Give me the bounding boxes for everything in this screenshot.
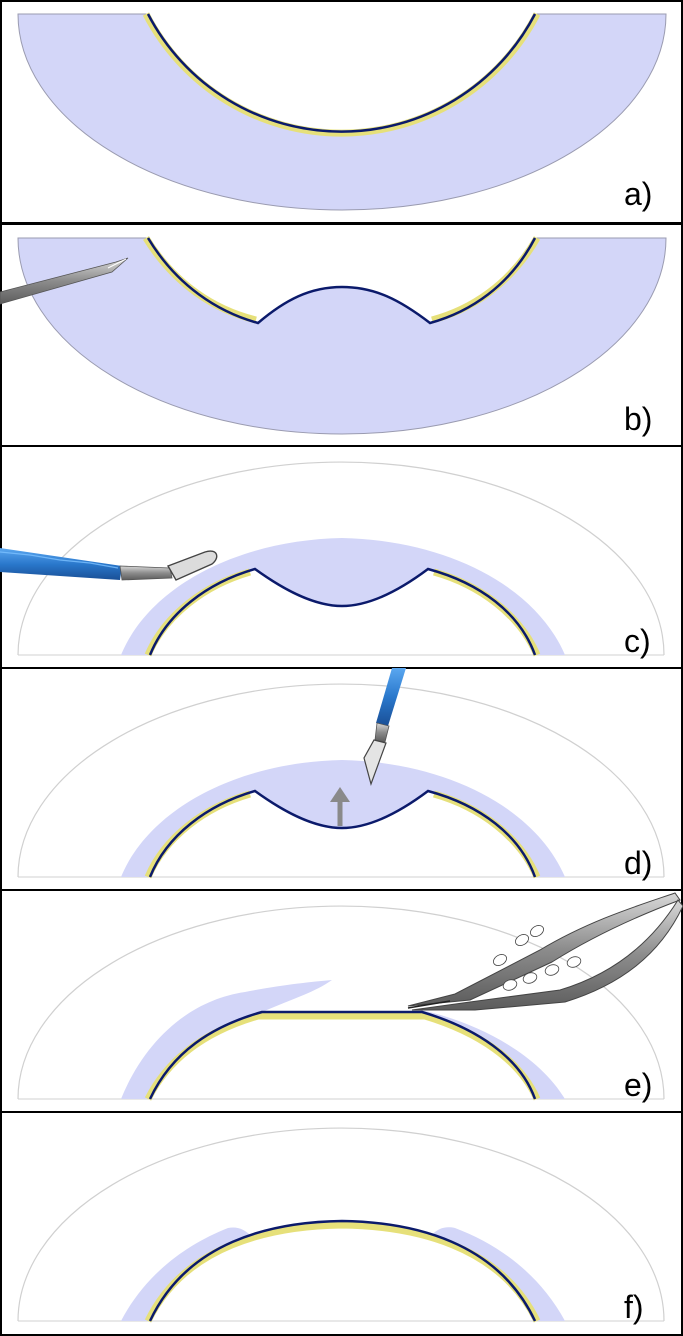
panel-label: c) (624, 623, 651, 659)
panel-e: e) (0, 889, 683, 1113)
membrane-dark (148, 567, 537, 656)
membrane-dark (148, 789, 537, 878)
panel-frame (0, 889, 683, 1113)
panel-label: f) (624, 1289, 644, 1325)
panel-f: f) (0, 1111, 683, 1336)
scissors-icon (407, 892, 683, 1011)
panel-label: b) (624, 401, 652, 437)
reflected-flap (121, 538, 565, 655)
arrow-up-icon (330, 787, 350, 826)
reflected-flap (121, 760, 565, 877)
panel-d: d) (0, 667, 683, 891)
panel-c: c) (0, 445, 683, 669)
membrane-dark (148, 1010, 537, 1100)
ghost-outline (17, 905, 665, 1100)
membrane-dark (146, 13, 537, 133)
flap-right-remnant (432, 1227, 565, 1321)
panel-label: a) (624, 176, 652, 212)
panel-a: a) (0, 0, 683, 224)
membrane-dark (148, 1219, 537, 1322)
knife-icon (363, 668, 406, 786)
membrane-yellow (142, 12, 541, 137)
panel-b: b) (0, 223, 683, 447)
flap-left-remnant (121, 980, 332, 1099)
flap-right-remnant (420, 1010, 565, 1099)
ghost-outline (17, 683, 665, 878)
flap-left-remnant (121, 1227, 250, 1321)
panel-label: d) (624, 845, 652, 881)
ghost-outline (17, 1127, 665, 1322)
panel-label: e) (624, 1067, 652, 1103)
blade-icon (0, 257, 129, 305)
spatula-icon (0, 548, 218, 581)
membrane-dark (146, 237, 537, 325)
